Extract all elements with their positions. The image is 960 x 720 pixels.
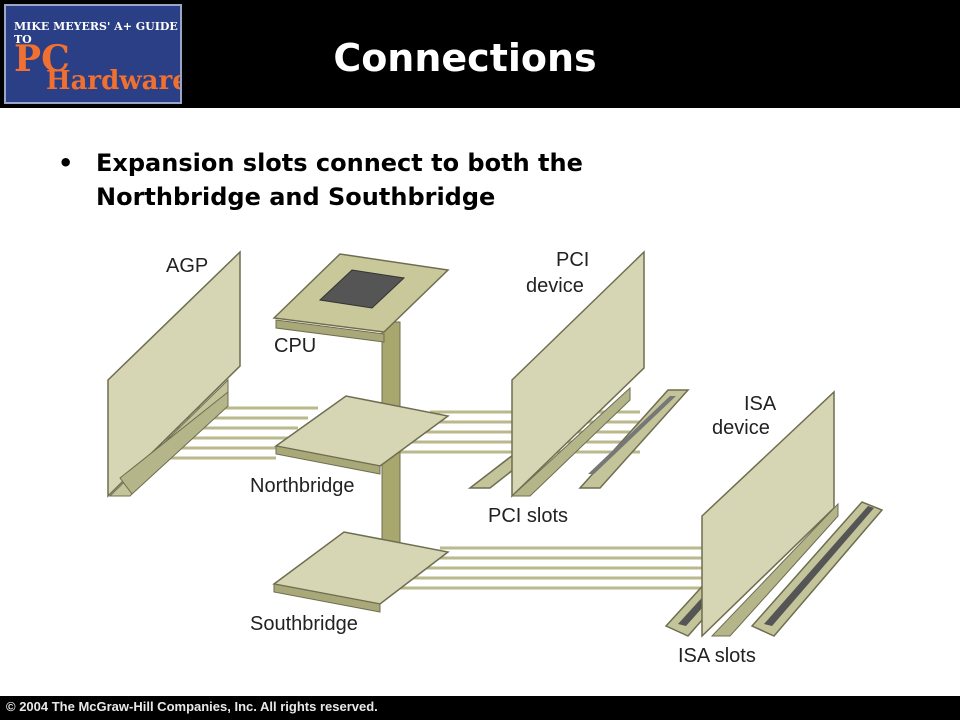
pci-slots-label: PCI slots	[488, 505, 568, 527]
southbridge-chip	[272, 531, 450, 613]
agp-label: AGP	[166, 255, 208, 277]
pci-device-label-line1: PCI	[556, 249, 589, 271]
cpu-label: CPU	[274, 335, 316, 357]
pci-card	[510, 250, 645, 498]
isa-slots-label: ISA slots	[678, 645, 756, 667]
isa-device-label-line2: device	[712, 417, 770, 439]
agp-card	[107, 250, 241, 498]
bullet-dot: •	[58, 149, 74, 177]
logo-series-text: MIKE MEYERS' A+ GUIDE TO	[14, 20, 178, 46]
copyright-text: © 2004 The McGraw-Hill Companies, Inc. A…	[6, 699, 378, 714]
logo-pc-text: PC	[14, 38, 70, 80]
southbridge-bus-lines	[400, 546, 712, 590]
logo-hardware-text: Hardware	[46, 66, 182, 96]
isa-device-label-line1: ISA	[744, 393, 777, 415]
slide-title: Connections	[333, 36, 597, 80]
southbridge-label: Southbridge	[250, 613, 358, 635]
northbridge-label: Northbridge	[250, 475, 355, 497]
bullet-text: Expansion slots connect to both the Nort…	[96, 149, 583, 211]
book-logo: MIKE MEYERS' A+ GUIDE TO PC Hardware	[4, 4, 182, 104]
pci-device-label-line2: device	[526, 275, 584, 297]
cpu-chip	[272, 253, 450, 343]
slide-footer: © 2004 The McGraw-Hill Companies, Inc. A…	[0, 696, 960, 720]
isa-card	[701, 390, 839, 638]
slide-header: MIKE MEYERS' A+ GUIDE TO PC Hardware Con…	[0, 0, 960, 108]
northbridge-chip	[274, 395, 450, 475]
